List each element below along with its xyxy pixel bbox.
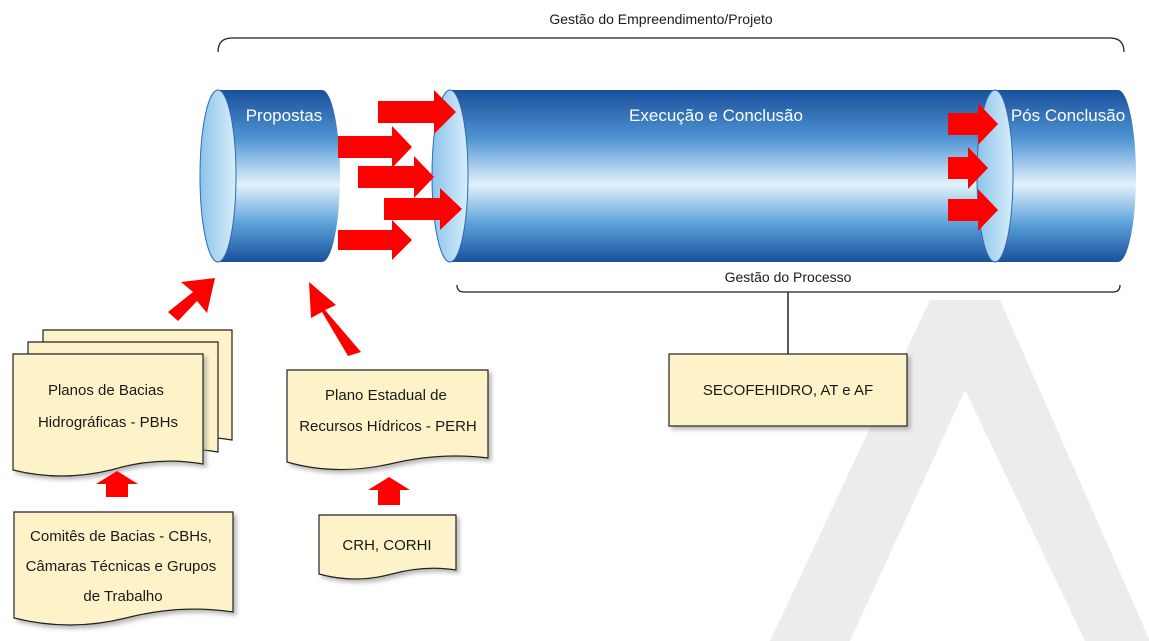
right-arrow-icon <box>338 126 412 168</box>
right-arrow-icon <box>338 220 412 260</box>
cylinder-propostas-label: Propostas <box>246 106 323 125</box>
right-arrow-icon <box>948 103 998 145</box>
bottom-brace: Gestão do Processo <box>456 269 1121 354</box>
up-arrows <box>96 471 410 505</box>
box-secofehidro-label: SECOFEHIDRO, AT e AF <box>703 382 873 399</box>
right-arrow-icon <box>384 188 462 230</box>
right-arrow-icon <box>358 156 434 198</box>
doc-pbh-line: Planos de Bacias <box>48 382 164 399</box>
arrows-to-propostas <box>168 278 361 356</box>
doc-crh: CRH, CORHI <box>318 514 457 580</box>
cylinder-pos: Pós Conclusão <box>976 89 1136 263</box>
top-brace: Gestão do Empreendimento/Projeto <box>217 11 1125 53</box>
doc-cbh-line: de Trabalho <box>83 588 162 605</box>
arrows-to-pos <box>948 103 998 231</box>
doc-pbh: Planos de Bacias Hidrográficas - PBHs <box>12 329 233 477</box>
bottom-brace-label: Gestão do Processo <box>725 269 852 285</box>
top-brace-label: Gestão do Empreendimento/Projeto <box>549 11 773 27</box>
doc-perh-label: Plano Estadual de Recursos Hídricos - PE… <box>299 387 477 435</box>
doc-cbh-label: Comitês de Bacias - CBHs, Câmaras Técnic… <box>26 528 221 605</box>
doc-cbh-line: Comitês de Bacias - CBHs, <box>30 528 212 545</box>
cylinder-execucao-label: Execução e Conclusão <box>629 106 803 125</box>
up-arrow-icon <box>96 471 138 497</box>
doc-pbh-label: Planos de Bacias Hidrográficas - PBHs <box>38 382 178 431</box>
up-arrow-icon <box>368 477 410 505</box>
diagonal-arrow-icon <box>309 282 361 356</box>
arrows-to-execucao <box>338 90 462 260</box>
doc-perh: Plano Estadual de Recursos Hídricos - PE… <box>286 369 489 471</box>
doc-perh-line: Recursos Hídricos - PERH <box>299 418 477 435</box>
doc-cbh: Comitês de Bacias - CBHs, Câmaras Técnic… <box>13 511 234 626</box>
doc-crh-label: CRH, CORHI <box>342 537 431 554</box>
diagonal-arrow-icon <box>168 278 215 321</box>
doc-cbh-line: Câmaras Técnicas e Grupos <box>26 558 217 575</box>
right-arrow-icon <box>948 189 998 231</box>
right-arrow-icon <box>378 90 456 134</box>
cylinder-pos-label: Pós Conclusão <box>1011 106 1125 125</box>
doc-pbh-line: Hidrográficas - PBHs <box>38 414 178 431</box>
doc-perh-line: Plano Estadual de <box>325 387 447 404</box>
cylinder-execucao: Execução e Conclusão <box>431 89 1018 263</box>
box-secofehidro: SECOFEHIDRO, AT e AF <box>668 353 908 427</box>
cylinder-propostas: Propostas <box>199 89 340 263</box>
right-arrow-icon <box>948 147 988 189</box>
